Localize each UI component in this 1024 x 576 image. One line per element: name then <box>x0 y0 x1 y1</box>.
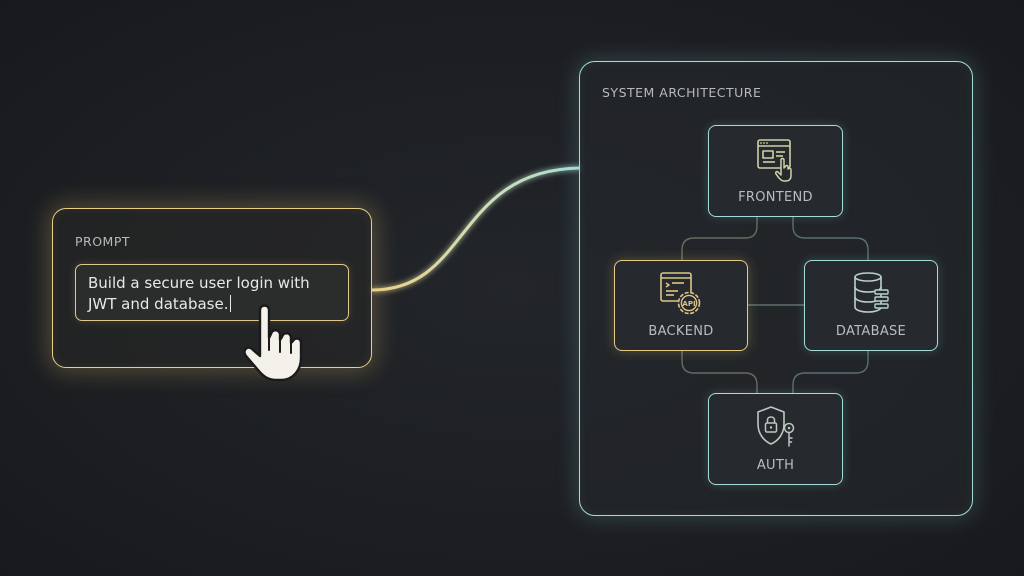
auth-node[interactable]: AUTH <box>708 393 843 485</box>
api-gear-icon: API <box>660 272 701 315</box>
database-label: DATABASE <box>835 324 907 339</box>
prompt-card: PROMPT Build a secure user login with JW… <box>52 208 372 368</box>
auth-label: AUTH <box>756 458 795 473</box>
prompt-text-line-2: JWT and database. <box>88 294 336 315</box>
prompt-label: PROMPT <box>75 234 131 249</box>
prompt-to-architecture-wire <box>371 166 581 292</box>
prompt-text-line-1: Build a secure user login with <box>88 274 310 292</box>
prompt-text-line-2-content: JWT and database. <box>88 295 229 313</box>
shield-lock-key-icon <box>756 406 794 447</box>
frontend-label: FRONTEND <box>738 190 813 205</box>
prompt-input[interactable]: Build a secure user login with JWT and d… <box>75 264 349 321</box>
backend-node[interactable]: API BACKEND <box>614 260 748 351</box>
database-node[interactable]: DATABASE <box>804 260 938 351</box>
architecture-title: SYSTEM ARCHITECTURE <box>602 85 762 100</box>
browser-click-icon <box>756 139 792 182</box>
frontend-node[interactable]: FRONTEND <box>708 125 843 217</box>
backend-label: BACKEND <box>648 324 714 339</box>
hand-pointer-icon <box>243 304 303 382</box>
text-cursor <box>229 295 231 312</box>
database-icon <box>854 272 889 313</box>
svg-text:API: API <box>682 300 695 308</box>
